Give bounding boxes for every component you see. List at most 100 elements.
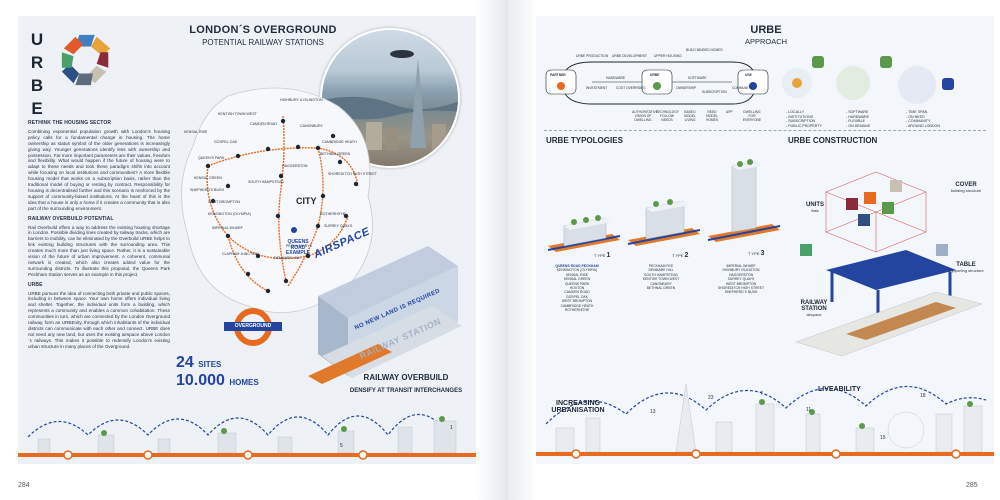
diagram-bottom-label: DWELLING FOR EVERYONE: [742, 110, 762, 123]
type-label: T YPE: [672, 253, 684, 258]
type-station: WEST BROMPTON: [725, 281, 757, 286]
station-label: KENTISH TOWN WEST: [218, 112, 257, 116]
urbe-logo-icon: [61, 34, 111, 86]
typologies-drawing: [547, 159, 781, 252]
liveability-label: LIVEABILITY: [818, 386, 861, 393]
diagram-top-label: URBE DEVELOPMENT: [612, 54, 647, 58]
type-station: QUEENS ROAD PECKHAM: [555, 264, 599, 268]
station-label: KENSAL RISE: [184, 130, 208, 134]
urbe-letter: U: [30, 30, 44, 49]
type-1-label: T YPE 1: [594, 252, 610, 259]
sun-icon: [792, 78, 802, 88]
table-sub: supporting structure: [948, 268, 984, 273]
railway-overbuild-caption: RAILWAY OVERBUILD DENSIFY AT TRANSIT INT…: [346, 373, 466, 395]
approach-cycle-diagram: [545, 61, 769, 105]
homes-count: 10.000: [176, 372, 225, 389]
type-station: KENSAL RISE: [565, 272, 589, 277]
table-title: TABLE: [956, 262, 976, 268]
diagram-mid-label: COMMUNITY: [732, 86, 753, 90]
station-label: BETHNAL GREEN: [320, 152, 351, 156]
station-label: CAMBRIDGE HEATH: [322, 140, 357, 144]
approach-item: - SOFTWARE: [846, 110, 869, 114]
type-label: T YPE: [594, 253, 606, 258]
station-label: WEST BROMPTON: [208, 200, 241, 204]
diagram-urbe-label: URBE: [650, 73, 660, 77]
section-body: URBE pursues the idea of connecting both…: [28, 290, 170, 349]
station-label: KENSAL GREEN: [194, 176, 222, 180]
approach-item: - TIME SPAN: [906, 110, 928, 114]
urbe-vertical-title: U R B E: [28, 28, 46, 120]
homes-label: HOMES: [229, 378, 259, 387]
cover-title: COVER: [955, 182, 977, 188]
plant-unit-icon: [812, 56, 824, 68]
station-label: IMPERIAL WHARF: [212, 226, 243, 230]
approach-item: - SUBSCRIPTION: [786, 119, 816, 124]
skyline-number: 23: [708, 395, 714, 401]
section-heading: URBE: [28, 281, 43, 288]
diagram-bottom-label: APP: [726, 110, 733, 114]
type-number: 1: [606, 252, 611, 259]
approach-list-2: - SOFTWARE - HARDWARE - FLEXIBLE - ON DE…: [846, 110, 870, 128]
section-heading: RAILWAY OVERBUILD POTENTIAL: [28, 215, 114, 222]
type-2-stations: PECKHAM RYE DENMARK HILL SOUTH HAMPSTEAD…: [626, 264, 696, 290]
approach-item: - ON NEED: [906, 114, 925, 119]
left-page: U R B E RETHINK THE HOUSING SECTOR Combi…: [18, 16, 476, 464]
page-title: LONDON´S OVERGROUND: [189, 24, 337, 36]
approach-item: - PUBLIC PROPERTY: [786, 123, 822, 128]
type-station: HAGGERSTON: [728, 272, 754, 277]
station-label: QUEEN'S PARK: [198, 156, 225, 160]
type-station: IMPERIAL WHARF: [726, 264, 756, 268]
type-station: BETHNAL GREEN: [646, 286, 676, 291]
type-station: HOXTON: [569, 286, 585, 291]
urbe-letter: E: [31, 99, 43, 118]
left-skyline-drawing: 5 1: [18, 413, 476, 460]
station-label: CAMDEN ROAD: [250, 122, 277, 126]
type-station: CANONBURY: [650, 281, 672, 286]
table-callout: TABLE supporting structure: [946, 262, 986, 273]
cover-sub: building structure: [950, 188, 982, 193]
queens-road-example-label: QUEENS ROAD EXAMPLE: [285, 239, 311, 256]
section-heading: RETHINK THE HOUSING SECTOR: [28, 120, 112, 126]
diagram-bottom-label: AUTHORITATIVE VISION OF DWELLING: [632, 110, 658, 123]
units-callout: UNITS flats: [798, 202, 832, 213]
type-station: CAMBRIDGE HEATH: [560, 303, 594, 308]
section-body: Combining exponential population growth …: [28, 128, 170, 211]
type-number: 3: [760, 250, 765, 257]
approach-item: - INSTITUTIONS: [786, 114, 814, 119]
airspace-volume-drawing: [308, 246, 462, 384]
type-station: PECKHAM RYE: [648, 264, 674, 268]
station-label: DENMARK HILL: [274, 256, 301, 260]
type-label: T YPE: [748, 251, 760, 256]
type-station: GOSPEL OAK: [566, 294, 588, 299]
approach-item: - ON DEMAND: [846, 123, 871, 128]
approach-list-1: - LOCALLY - INSTITUTIONS - SUBSCRIPTION …: [786, 110, 822, 128]
diagram-bottom-label: TECHNOLOGY FOLLOW NEEDS: [656, 110, 680, 123]
diagram-top-label: UPPER HOUSING: [654, 54, 682, 58]
intro-text-column: RETHINK THE HOUSING SECTOR Combining exp…: [28, 116, 170, 350]
station-callout: RAILWAY STATION airspace: [794, 300, 834, 317]
map-city-label: CITY: [296, 196, 317, 206]
sites-homes-stats: 24 SITES 10.000 HOMES: [176, 354, 259, 390]
page-subtitle: POTENTIAL RAILWAY STATIONS: [202, 38, 324, 47]
approach-item: - AROUND LONDON: [906, 123, 940, 128]
diagram-use-label: USE: [745, 73, 752, 77]
station-label: GOSPEL OAK: [214, 140, 238, 144]
station-label: SHEPHERD'S BUSH: [190, 188, 225, 192]
approach-item: - COMMUNITY: [906, 119, 931, 124]
type-1-stations: QUEENS ROAD PECKHAM KENSINGTON (OLYMPIA)…: [542, 264, 612, 312]
station-label: HIGHBURY & ISLINGTON: [280, 98, 323, 102]
diagram-top-label: URBE PRODUCTION: [576, 54, 609, 58]
urbe-letter: R: [30, 53, 44, 72]
station-label: ROTHERHITHE: [320, 212, 346, 216]
type-station: SURREY QUAYS: [727, 277, 755, 282]
type-station: HIGHBURY ISLINGTON: [722, 268, 760, 273]
page-subtitle: APPROACH: [744, 37, 788, 46]
right-skyline-drawing: [536, 383, 994, 459]
approach-item: - LOCALLY: [786, 110, 805, 114]
type-station: QUEENS PARK: [564, 281, 590, 286]
type-number: 2: [684, 252, 689, 259]
page-number-right: 285: [966, 482, 978, 489]
type-station: SHOREDITCH HIGH STREET: [717, 286, 765, 291]
type-3-label: T YPE 3: [748, 250, 764, 257]
overbuild-subtitle: DENSIFY AT TRANSIT INTERCHANGES: [349, 388, 463, 394]
